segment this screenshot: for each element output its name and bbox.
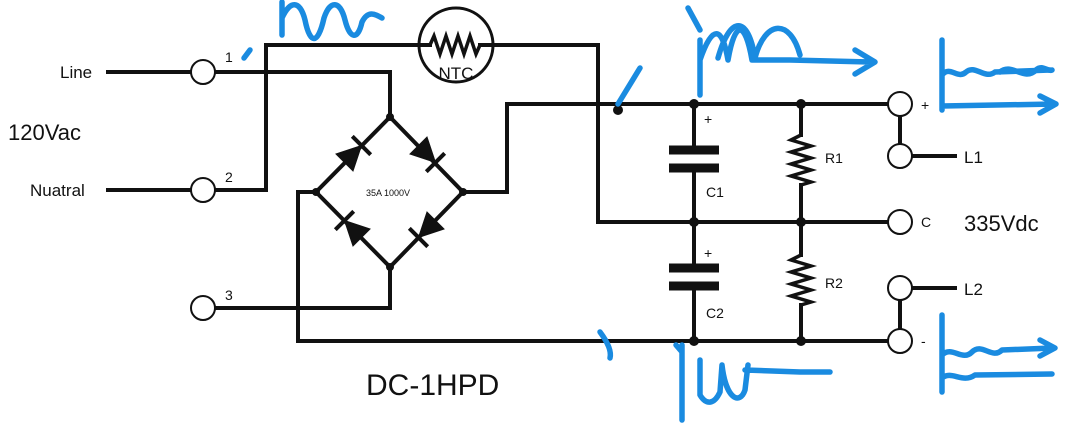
resistor-r1: R1 <box>784 133 843 187</box>
model-title: DC-1HPD <box>366 369 499 402</box>
negative-rail-arrow-sketch <box>597 329 614 361</box>
minus-output-ripple-sketch <box>939 312 1058 395</box>
wire-t2-ntc <box>214 43 422 192</box>
terminal-3-label: 3 <box>225 287 233 303</box>
line-label: Line <box>60 63 92 82</box>
terminal-3 <box>190 295 216 321</box>
upper-wave-bumps-sketch <box>715 23 803 61</box>
bridge-rectifier: 35A 1000V <box>313 114 466 270</box>
l1-label: L1 <box>964 148 983 167</box>
junction-dot <box>613 105 623 115</box>
terminal-l2 <box>887 275 913 301</box>
diode-lower-left <box>333 209 371 247</box>
terminal-1-label: 1 <box>225 49 233 65</box>
terminal-plus <box>887 91 913 117</box>
terminal-2-label: 2 <box>225 169 233 185</box>
terminal-minus <box>887 328 913 354</box>
output-voltage-label: 335Vdc <box>964 211 1039 236</box>
rectified-pulses-sketch <box>685 5 878 98</box>
center-terminal-label: C <box>921 214 931 230</box>
plus-output-ripple-sketch-2 <box>997 65 1055 77</box>
ac-wave-sketch <box>279 0 385 42</box>
bridge-rating-label: 35A 1000V <box>366 188 410 198</box>
junction-dot <box>689 99 699 109</box>
ntc-thermistor: NTC <box>417 6 495 84</box>
c1-label: C1 <box>706 184 724 200</box>
diode-upper-right <box>409 136 447 174</box>
inverted-pulses-sketch <box>673 342 833 423</box>
junction-dot <box>796 99 806 109</box>
terminal-2 <box>190 177 216 203</box>
minus-terminal-label: - <box>921 333 926 349</box>
handwritten-waveform-annotations <box>241 0 1059 423</box>
text-labels: Line Nuatral 120Vac 1 2 3 + L1 C 335Vdc … <box>8 49 1039 402</box>
wire-t1-bridge-top <box>214 70 392 119</box>
diode-lower-right <box>407 211 445 249</box>
junction-dot <box>689 336 699 346</box>
wire-ntc-center <box>490 43 892 224</box>
plus-output-ripple-sketch <box>939 37 1059 116</box>
tick-mark-sketch <box>241 47 253 61</box>
r2-label: R2 <box>825 275 843 291</box>
diode-upper-left <box>335 134 373 172</box>
terminal-l1 <box>887 143 913 169</box>
wires <box>106 43 957 343</box>
terminal-center <box>887 209 913 235</box>
resistor-r2: R2 <box>784 253 843 307</box>
capacitor-c1: + C1 <box>669 111 724 200</box>
terminal-1 <box>190 59 216 85</box>
capacitor-c2: + C2 <box>669 245 724 321</box>
c2-plus-sign: + <box>704 245 712 261</box>
junction-dot <box>796 336 806 346</box>
wire-bridge-minus <box>296 190 892 343</box>
plus-rail-arrow-sketch <box>615 65 643 107</box>
ntc-label: NTC <box>439 64 474 83</box>
c2-label: C2 <box>706 305 724 321</box>
junction-dot <box>796 217 806 227</box>
c1-plus-sign: + <box>704 111 712 127</box>
input-voltage-label: 120Vac <box>8 120 81 145</box>
neutral-label: Nuatral <box>30 181 85 200</box>
terminals <box>190 59 913 354</box>
l2-label: L2 <box>964 280 983 299</box>
r1-label: R1 <box>825 150 843 166</box>
wire-terminal-3 <box>214 265 392 310</box>
junction-dot <box>689 217 699 227</box>
plus-terminal-label: + <box>921 97 929 113</box>
